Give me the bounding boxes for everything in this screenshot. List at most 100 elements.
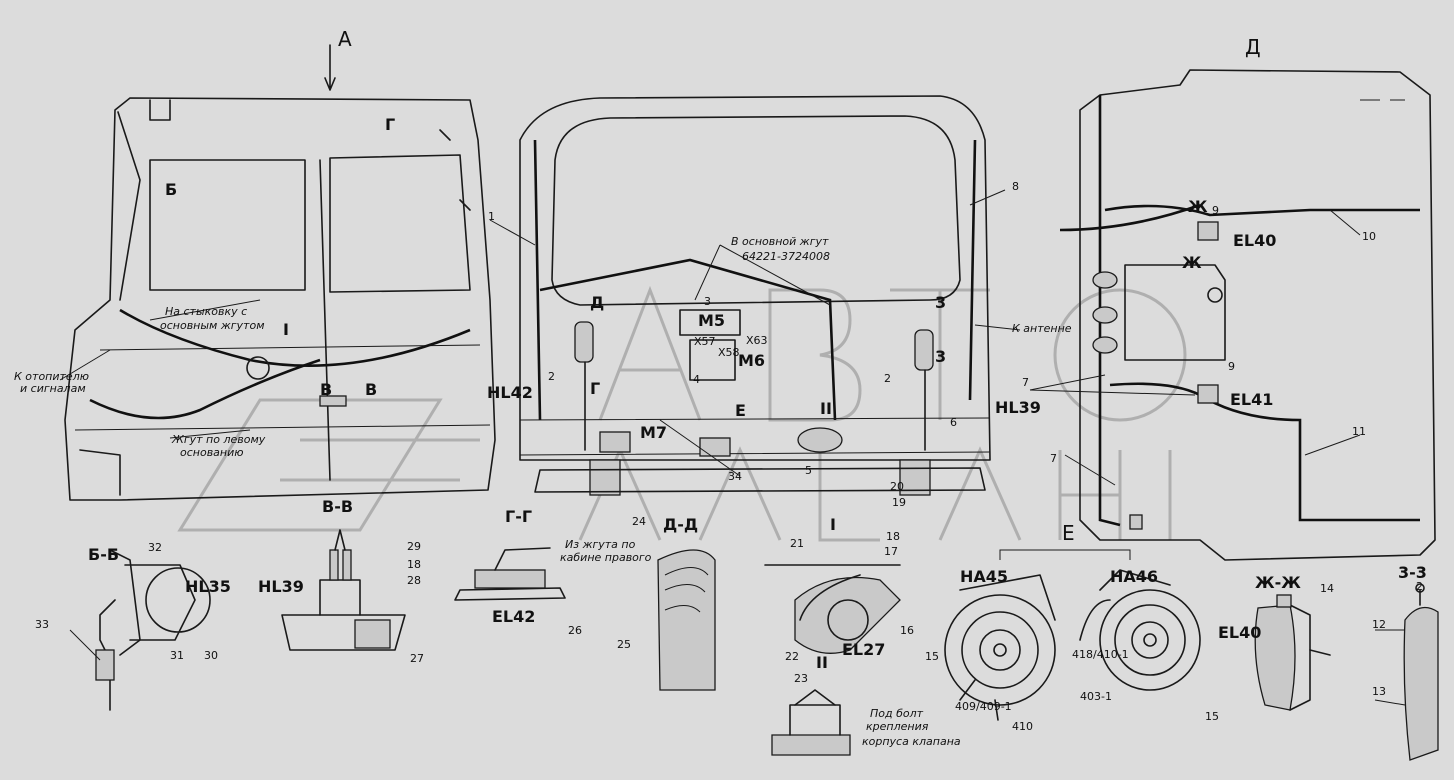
code-m6: M6 [738,351,765,370]
code-m5: M5 [698,311,725,330]
callout-14: 14 [1320,582,1334,595]
section-views [95,529,1439,761]
callout-2c: 2 [1416,580,1423,593]
note-cab-harness-1: Из жгута по [565,538,636,551]
callout-30: 30 [204,649,218,662]
callout-31: 31 [170,649,184,662]
mark-e: Е [735,401,746,420]
note-bolt-3: корпуса клапана [862,735,961,748]
note-cab-harness-2: кабине правого [560,551,652,564]
note-bolt-2: крепления [866,720,929,733]
callout-5: 5 [805,464,812,477]
callout-6: 6 [950,416,957,429]
view-title-a: А [338,27,352,51]
note-bolt-1: Под болт [870,707,924,720]
callout-21: 21 [790,537,804,550]
callout-29: 29 [407,540,421,553]
callout-10: 10 [1362,230,1376,243]
callout-1: 1 [488,210,495,223]
callout-15: 15 [925,650,939,663]
code-el41: EL41 [1230,390,1273,409]
code-m7: M7 [640,423,667,442]
mark-v-left: В [320,380,332,399]
wire-code-403: 403-1 [1080,690,1112,703]
callout-numbers: 1 2 2 2 3 4 5 6 7 7 8 9 9 10 11 12 13 14… [35,180,1423,723]
view-title-d: Д [1245,35,1261,59]
code-x58: X58 [718,346,740,359]
callout-12: 12 [1372,618,1386,631]
code-el40: EL40 [1233,231,1276,250]
callout-22: 22 [785,650,799,663]
code-hl39: HL39 [995,398,1041,417]
callout-9: 9 [1228,360,1235,373]
leader-lines [59,189,1406,706]
callout-2b: 2 [884,372,891,385]
wire-code-418: 418/410-1 [1072,648,1129,661]
code-x63: X63 [746,334,768,347]
code-hl35: HL35 [185,577,231,596]
callout-16: 16 [900,624,914,637]
mark-roman-1-section: I [830,515,836,534]
mark-b: Б [165,180,177,199]
callout-26: 26 [568,624,582,637]
mark-z-top: 3 [935,293,946,312]
callout-15b: 15 [1205,710,1219,723]
callout-13: 13 [1372,685,1386,698]
code-ha46: HA46 [1110,567,1158,586]
callout-7b: 7 [1050,452,1057,465]
callout-32: 32 [148,541,162,554]
note-left-base-2: основанию [180,446,244,459]
note-left-base-1: Жгут по левому [171,433,266,446]
note-docking-2: основным жгутом [160,319,265,332]
callout-18b: 18 [407,558,421,571]
section-title-gg: Г-Г [505,507,532,526]
cab-side-view [64,44,496,501]
section-title-vv: В-В [322,497,353,516]
callout-28: 28 [407,574,421,587]
callout-7: 7 [1022,376,1029,389]
callout-19: 19 [892,496,906,509]
note-to-antenna: К антенне [1012,322,1072,335]
mark-zh-bottom: Ж [1182,253,1202,272]
cab-rear-view [519,95,991,496]
wire-code-409: 409/409-1 [955,700,1012,713]
note-main-harness-1: В основной жгут [731,235,829,248]
mark-z-bottom: 3 [935,347,946,366]
code-ha45: HA45 [960,567,1008,586]
watermark [177,285,1187,542]
code-el27: EL27 [842,640,885,659]
callout-8: 8 [1012,180,1019,193]
note-heater-1: К отопителю [14,370,89,383]
mark-g-rear: Г [590,379,600,398]
mark-roman-2-section: II [816,653,828,672]
code-x57: X57 [694,335,716,348]
mark-d: Д [590,293,604,312]
callout-24: 24 [632,515,646,528]
mark-roman-1: I [283,320,289,339]
callout-9b: 9 [1212,204,1219,217]
callout-3: 3 [704,295,711,308]
callout-18: 18 [886,530,900,543]
callout-2: 2 [548,370,555,383]
callout-20: 20 [890,480,904,493]
callout-23: 23 [794,672,808,685]
callout-34: 34 [728,470,742,483]
section-title-zhzh: Ж-Ж [1255,573,1301,592]
note-docking-1: На стыковку с [165,305,247,318]
callout-11: 11 [1352,425,1366,438]
mark-v-right: В [365,380,377,399]
callout-27: 27 [410,652,424,665]
mark-g: Г [385,115,395,134]
mark-roman-2: II [820,399,832,418]
mark-zh-top: Ж [1188,197,1208,216]
callout-25: 25 [617,638,631,651]
note-main-harness-2: 64221-3724008 [742,250,830,263]
callout-4: 4 [693,373,700,386]
code-el42: EL42 [492,607,535,626]
code-el40-section: EL40 [1218,623,1261,642]
code-hl42: HL42 [487,383,533,402]
section-title-33: 3-3 [1398,563,1427,582]
callout-17: 17 [884,545,898,558]
